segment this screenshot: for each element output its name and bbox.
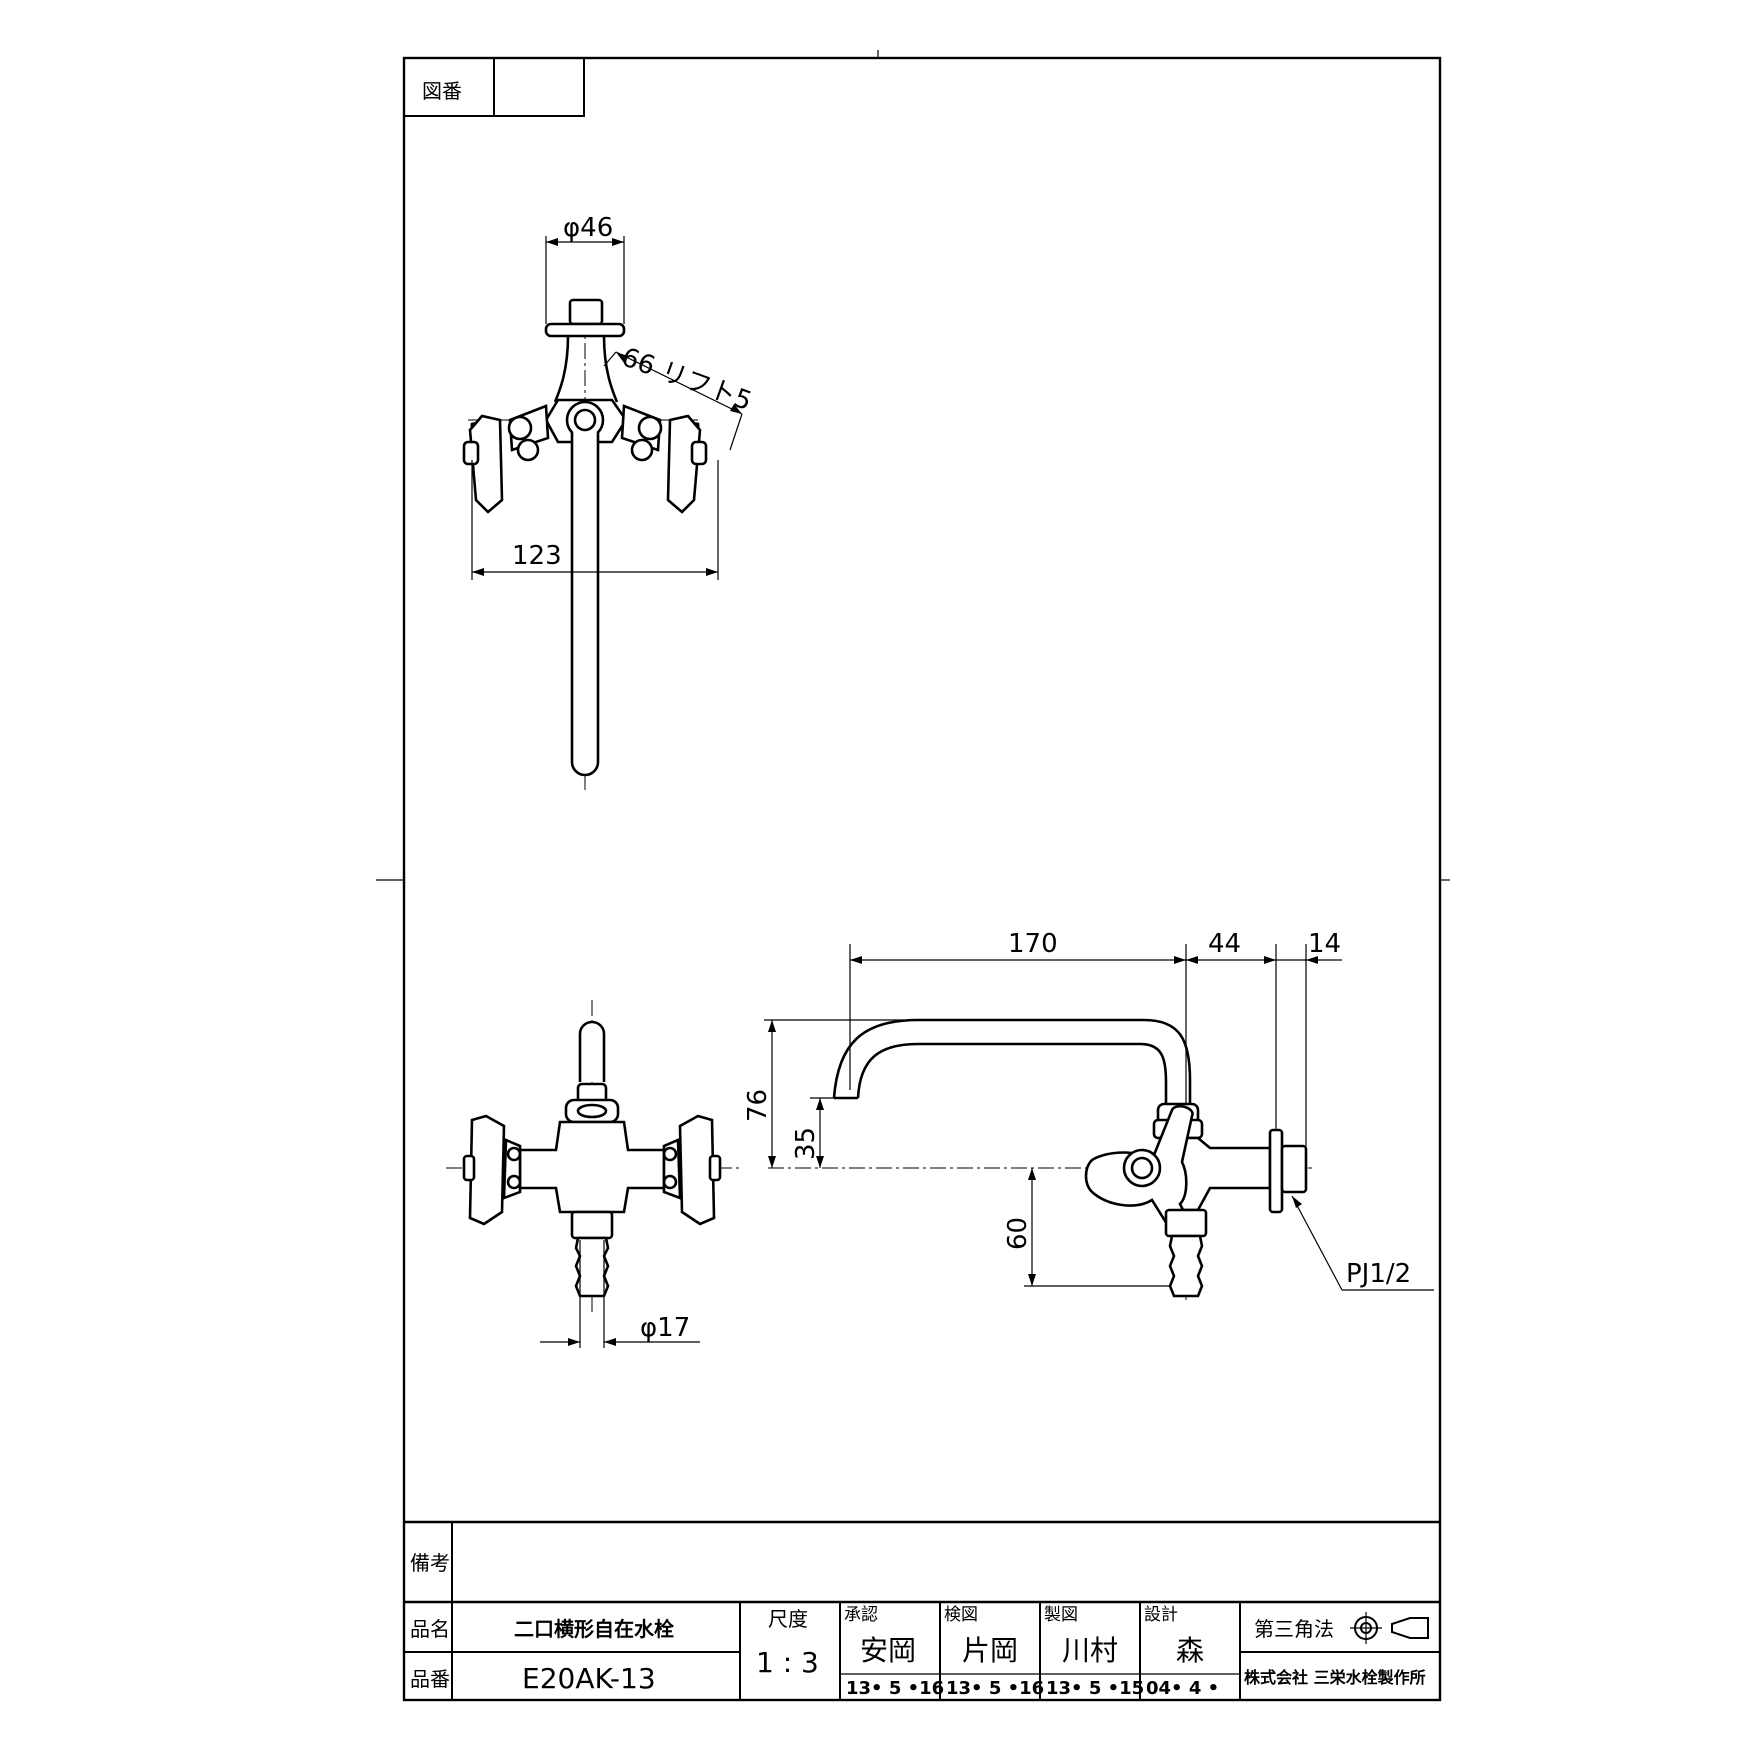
designed-by: 森 [1176,1634,1204,1667]
dim-outlet-height: 35 [791,1127,821,1160]
dim-body-length: 44 [1208,929,1241,959]
designed-label: 設計 [1144,1605,1178,1625]
drawing-frame [376,50,1450,1702]
projection-label: 第三角法 [1254,1617,1334,1641]
dim-handle-span: 123 [512,541,562,571]
designed-date: 04• 4 • [1146,1678,1219,1699]
drawing-number-box: 図番 [403,57,585,117]
checked-by: 片岡 [962,1634,1018,1667]
product-name: 二口横形自在水栓 [514,1617,674,1641]
approved-date: 13• 5 •16 [846,1678,944,1699]
dim-flange-diameter: φ46 [563,213,613,243]
side-view: 170 44 14 76 35 60 PJ1/2 [743,929,1434,1300]
dim-handle-rotation: 66 リフト5 [618,342,756,417]
front-view: φ17 [446,1000,740,1348]
product-no-label: 品番 [410,1667,450,1691]
scale-value: 1 : 3 [756,1646,819,1679]
dim-hose-diameter: φ17 [640,1313,690,1343]
checked-date: 13• 5 •16 [946,1678,1044,1699]
dim-spout-reach: 170 [1008,929,1058,959]
top-view: φ46 66 リフト5 123 [462,213,756,790]
company-name: 株式会社 三栄水栓製作所 [1244,1668,1426,1687]
drawn-by: 川村 [1062,1634,1118,1667]
product-no: E20AK-13 [522,1662,656,1695]
approved-by: 安岡 [860,1634,916,1667]
approved-label: 承認 [844,1605,878,1625]
product-name-label: 品名 [410,1617,450,1641]
checked-label: 検図 [944,1605,978,1625]
remarks-label: 備考 [410,1551,450,1575]
dim-hose-drop: 60 [1003,1217,1033,1250]
dim-connection-thread: PJ1/2 [1346,1259,1411,1289]
title-block: 備考 品名 二口横形自在水栓 品番 E20AK-13 尺度 1 : 3 承認 安… [404,1520,1440,1700]
dim-spout-height: 76 [743,1089,773,1122]
scale-label: 尺度 [768,1607,808,1631]
drawn-label: 製図 [1044,1605,1078,1625]
drawing-number-label: 図番 [422,79,462,103]
third-angle-projection-icon [1350,1612,1429,1644]
dim-flange-thickness: 14 [1308,929,1341,959]
drawn-date: 13• 5 •15 [1046,1678,1144,1699]
